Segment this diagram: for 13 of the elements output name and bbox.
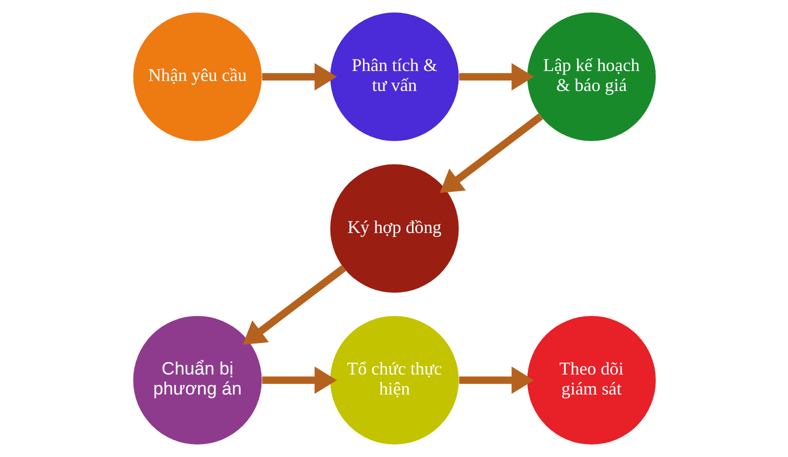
node-circle: Nhận yêu cầu [132, 12, 262, 142]
arrow [262, 63, 336, 90]
arrow [458, 366, 534, 394]
node-circle: Ký hợp đồng [330, 164, 458, 293]
node-circle: Theo dõi giám sát [526, 316, 656, 444]
arrow [439, 113, 542, 194]
node-circle: Phân tích & tư vấn [330, 12, 458, 142]
node-circle: Lập kế hoạch & báo giá [526, 12, 656, 142]
node-circle: Chuẩn bị phương án [132, 316, 262, 444]
arrow [242, 265, 346, 345]
arrow [458, 63, 534, 90]
node-circle: Tổ chức thực hiện [330, 316, 458, 444]
arrow [262, 366, 336, 394]
